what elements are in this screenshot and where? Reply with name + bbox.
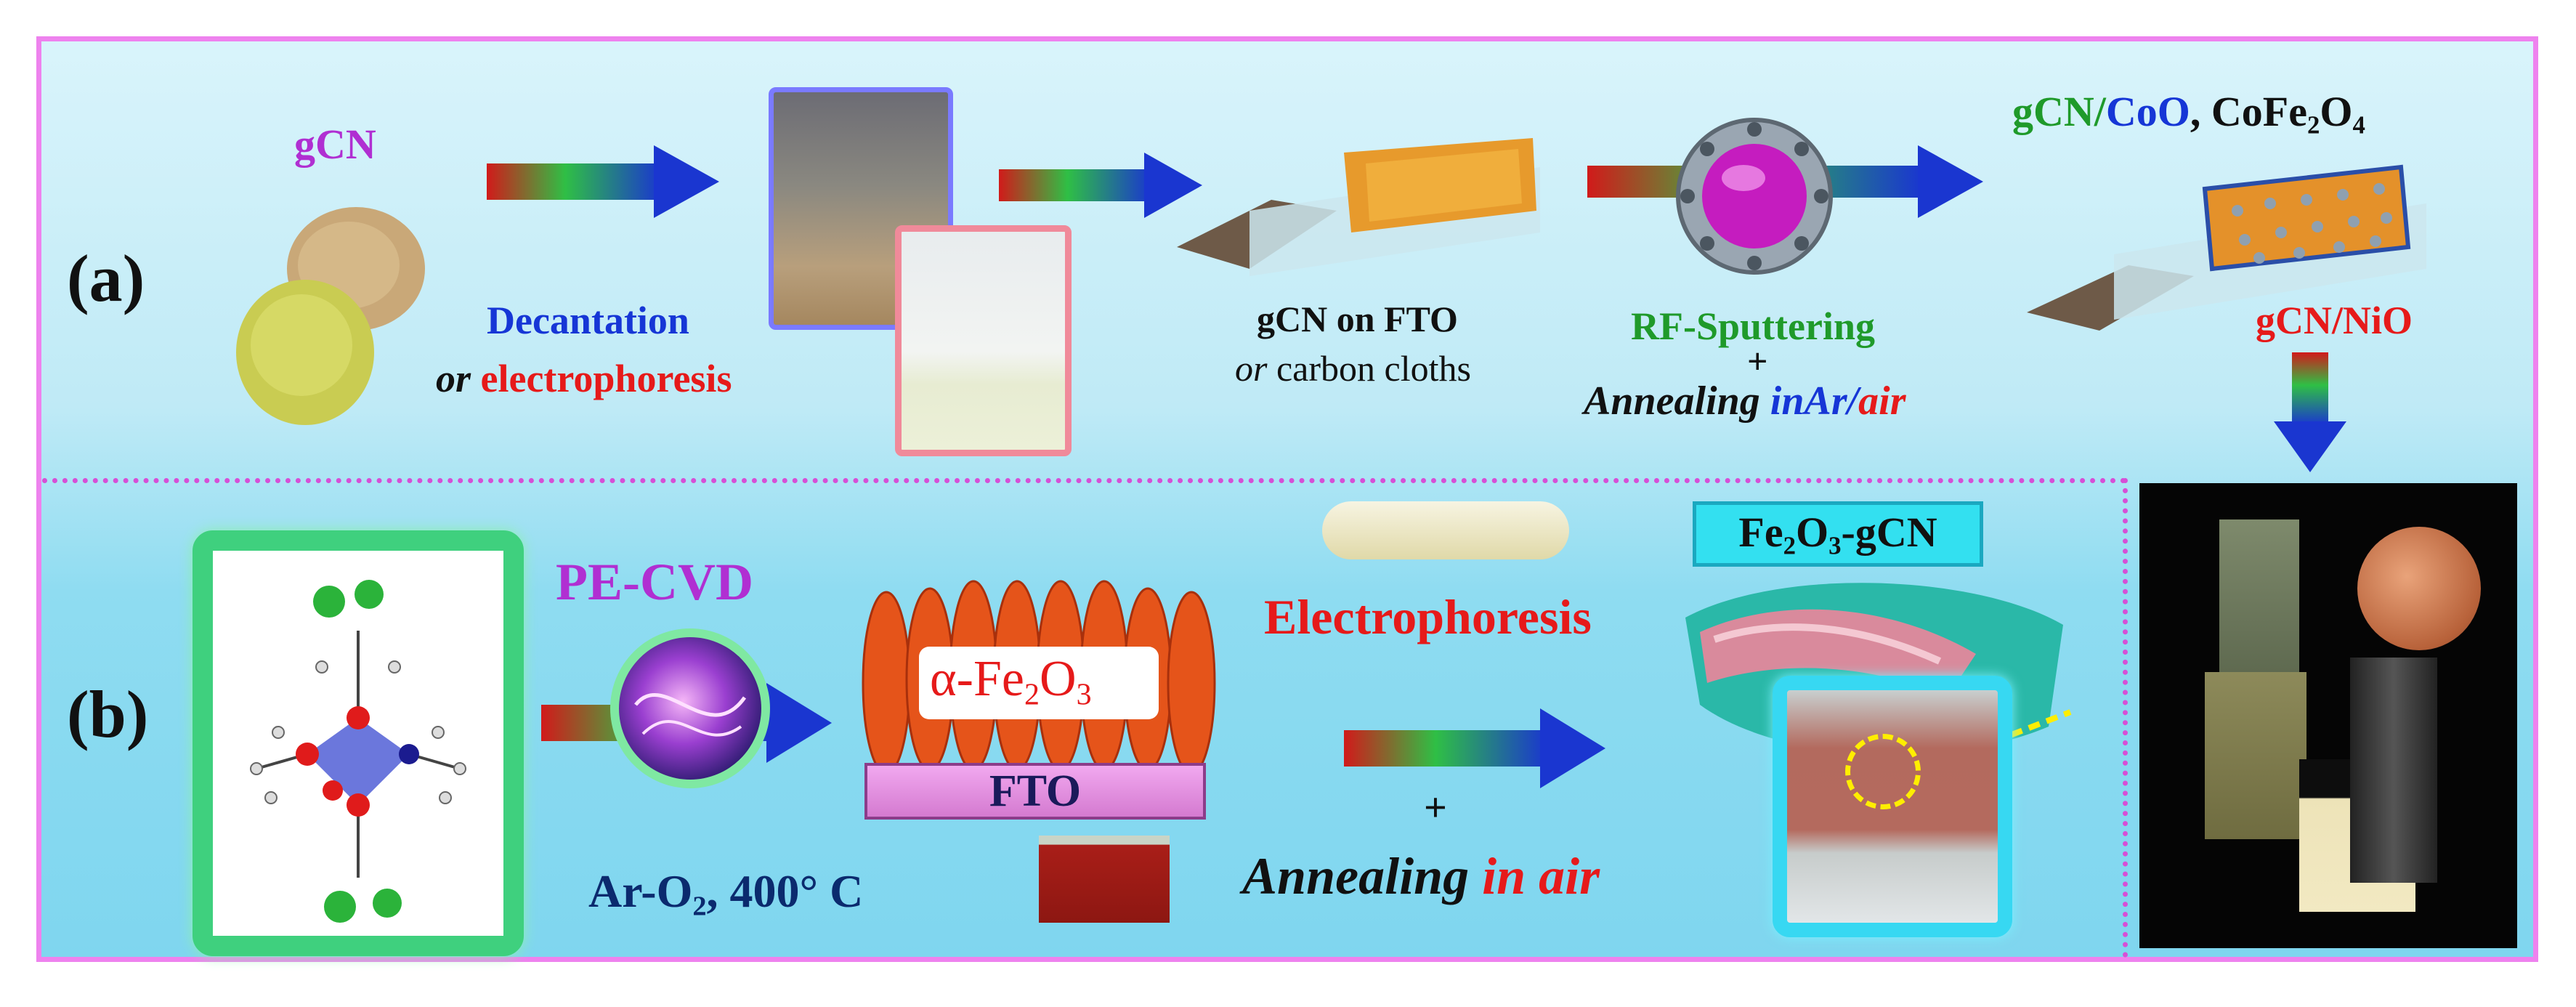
coin-icon bbox=[2357, 527, 2481, 650]
fe-sub-2: 2 bbox=[1024, 678, 1040, 712]
electrophoresis-step-label: Electrophoresis bbox=[1264, 589, 1592, 644]
product-fe: Fe bbox=[1738, 508, 1783, 556]
annealing-in-air-line: Annealing in air bbox=[1242, 846, 1600, 907]
product-sub-2: 2 bbox=[1783, 531, 1796, 560]
ruler bbox=[2350, 658, 2437, 883]
ar-o-prefix: Ar-O bbox=[588, 865, 693, 917]
sample-olive bbox=[2205, 672, 2306, 839]
gcn-on-fto-label: gCN on FTO bbox=[1257, 299, 1458, 339]
gcn-prefix: gCN/ bbox=[2012, 88, 2106, 135]
or-label-2: or bbox=[1235, 348, 1268, 389]
product-o: O bbox=[1795, 508, 1829, 556]
beaker-photo bbox=[895, 225, 1072, 456]
cofe-label: , CoFe bbox=[2190, 88, 2307, 135]
alpha-fe-label: α-Fe bbox=[930, 651, 1024, 707]
temperature-label: , 400° C bbox=[706, 865, 864, 917]
fto-label: FTO bbox=[989, 766, 1082, 816]
hematite-o-label: O bbox=[1040, 651, 1077, 707]
o-label: O bbox=[2320, 88, 2353, 135]
ar-label: Ar/ bbox=[1804, 379, 1859, 424]
air-label: air bbox=[1858, 379, 1906, 424]
plus-sign-b: + bbox=[1424, 785, 1447, 830]
carbon-cloth-line: or carbon cloths bbox=[1235, 347, 1471, 389]
sputtering-chamber-icon bbox=[1676, 118, 1833, 275]
in-label: in bbox=[1770, 379, 1805, 424]
arrow-1-icon bbox=[487, 145, 719, 218]
molecule-structure-icon bbox=[250, 580, 466, 923]
ar-o2-conditions-label: Ar-O2, 400° C bbox=[588, 865, 863, 923]
gcn-on-fto-image bbox=[1177, 138, 1540, 276]
electrophoresis-label: electrophoresis bbox=[480, 357, 732, 400]
panel-b-label: (b) bbox=[67, 677, 149, 751]
o2-sub: 2 bbox=[692, 891, 707, 922]
panel-a-label: (a) bbox=[67, 241, 145, 315]
o-sub-3: 3 bbox=[1076, 678, 1092, 712]
sub-4: 4 bbox=[2352, 110, 2365, 139]
fe2o3-gcn-sample-photo bbox=[1773, 676, 2012, 937]
samples-photo bbox=[2139, 483, 2517, 948]
annealing-label-b: Annealing bbox=[1242, 847, 1470, 905]
hematite-sample-photo bbox=[1039, 836, 1170, 923]
gcn-label: gCN bbox=[294, 121, 376, 168]
rf-sputtering-label: RF-Sputtering bbox=[1631, 304, 1875, 348]
arrow-b2-icon bbox=[1344, 708, 1605, 788]
precursor-molecule-box bbox=[193, 530, 524, 956]
plasma-sphere-icon bbox=[610, 628, 770, 788]
product-sub-3: 3 bbox=[1828, 531, 1842, 560]
gcn-powder-image bbox=[236, 207, 425, 425]
sub-2: 2 bbox=[2306, 110, 2320, 139]
product-gcn-suffix: -gCN bbox=[1841, 508, 1937, 556]
fe2o3-gcn-label-box: Fe2O3-gCN bbox=[1693, 501, 1983, 567]
down-arrow-icon bbox=[2274, 352, 2346, 472]
plus-sign-a: + bbox=[1747, 341, 1768, 381]
electrophoresis-line: or electrophoresis bbox=[436, 356, 732, 401]
carbon-cloth-label: carbon cloths bbox=[1276, 348, 1471, 389]
zoom-circle bbox=[1845, 734, 1921, 809]
annealing-ar-air-line: Annealing inAr/air bbox=[1584, 378, 1906, 424]
fe2o3-gcn-label: Fe2O3-gCN bbox=[1738, 508, 1937, 560]
capsule-photo bbox=[1322, 501, 1569, 559]
arrow-2-icon bbox=[999, 153, 1202, 218]
in-air-label: in air bbox=[1482, 847, 1600, 905]
or-label: or bbox=[436, 357, 471, 400]
decantation-label: Decantation bbox=[487, 299, 689, 342]
panel-divider-vertical bbox=[2123, 478, 2128, 958]
coo-label: CoO bbox=[2105, 88, 2190, 135]
functionalized-slide-image bbox=[2027, 164, 2426, 331]
pecvd-label: PE-CVD bbox=[556, 553, 753, 611]
annealing-label-a: Annealing bbox=[1584, 379, 1760, 424]
sample-gray bbox=[2219, 519, 2299, 672]
panel-divider-horizontal bbox=[42, 478, 2127, 483]
product-cooxide-label: gCN/CoO, CoFe2O4 bbox=[2012, 87, 2365, 139]
gcn-nio-label: gCN/NiO bbox=[2256, 299, 2413, 342]
hematite-label-box bbox=[919, 647, 1159, 719]
fto-substrate: FTO bbox=[864, 763, 1206, 820]
hematite-label: α-Fe2O3 bbox=[930, 650, 1092, 713]
